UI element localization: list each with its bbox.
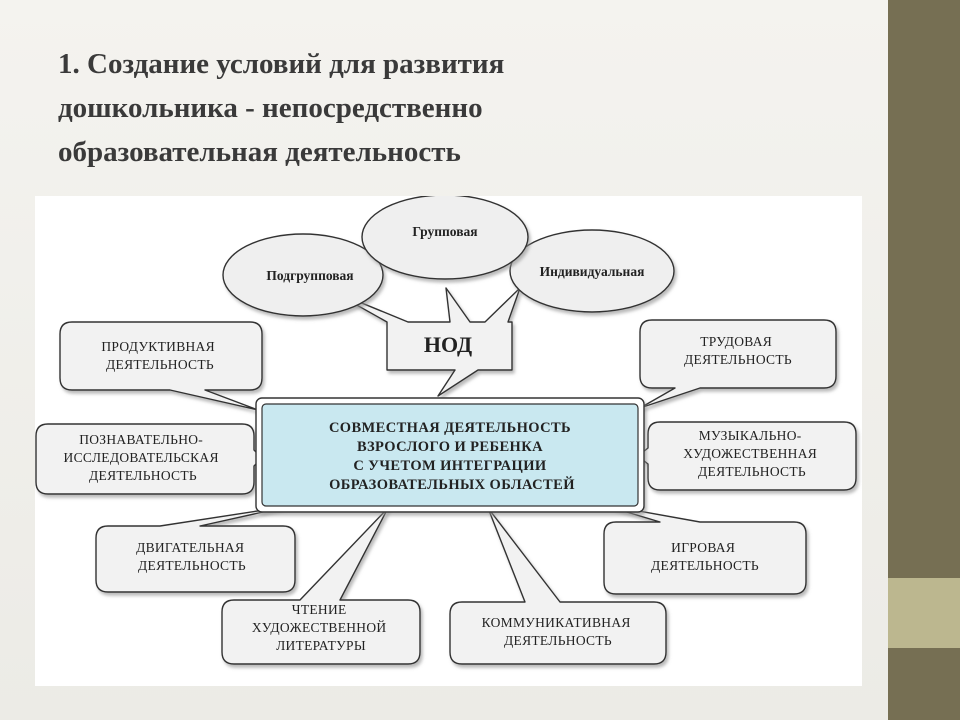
callout-reading-line-1: ЧТЕНИЕ — [292, 602, 347, 617]
callout-productive: ПРОДУКТИВНАЯ ДЕЯТЕЛЬНОСТЬ — [59, 321, 263, 411]
callout-musical-line-3: ДЕЯТЕЛЬНОСТЬ — [698, 464, 806, 479]
center-line-2: ВЗРОСЛОГО И РЕБЕНКА — [357, 439, 543, 455]
callout-communicative-line-1: КОММУНИКАТИВНАЯ — [482, 615, 631, 630]
ellipse-subgroup: Подгрупповая — [222, 233, 384, 317]
nod-label: НОД — [424, 332, 472, 357]
callout-labor-line-1: ТРУДОВАЯ — [700, 334, 772, 349]
ellipse-individual: Индивидуальная — [509, 229, 675, 313]
callout-game-line-1: ИГРОВАЯ — [671, 540, 735, 555]
callout-communicative: КОММУНИКАТИВНАЯ ДЕЯТЕЛЬНОСТЬ — [449, 507, 667, 665]
center-line-4: ОБРАЗОВАТЕЛЬНЫХ ОБЛАСТЕЙ — [329, 476, 575, 493]
callout-musical-line-2: ХУДОЖЕСТВЕННАЯ — [683, 446, 817, 461]
title-line-2: дошкольника - непосредственно — [58, 92, 483, 124]
svg-text:ТРУДОВАЯ ДЕЯТЕЛЬНОСТЬ: ТРУДОВАЯ ДЕЯТЕЛЬНОСТЬ — [684, 334, 792, 367]
svg-text:ЧТЕНИЕ ХУДОЖЕСТВЕННОЙ: ЧТЕНИЕ ХУДОЖЕСТВЕННОЙ ЛИТЕРАТУРЫ — [252, 602, 390, 653]
callout-motor: ДВИГАТЕЛЬНАЯ ДЕЯТЕЛЬНОСТЬ — [95, 505, 296, 593]
svg-text:ПРОДУКТИВНАЯ ДЕЯТЕЛЬНОСТ: ПРОДУКТИВНАЯ ДЕЯТЕЛЬНОСТЬ — [101, 339, 218, 372]
callout-productive-line-2: ДЕЯТЕЛЬНОСТЬ — [106, 357, 214, 372]
callout-communicative-line-2: ДЕЯТЕЛЬНОСТЬ — [504, 633, 612, 648]
diagram: НОД Подгрупповая Индивидуальная Группова… — [35, 196, 857, 665]
sidebar-accent-block — [888, 578, 960, 648]
callout-motor-line-1: ДВИГАТЕЛЬНАЯ — [136, 540, 244, 555]
ellipse-subgroup-label: Подгрупповая — [266, 268, 353, 283]
callout-cognitive: ПОЗНАВАТЕЛЬНО- ИССЛЕДОВАТЕЛЬСКАЯ ДЕЯТЕЛЬ… — [35, 423, 263, 495]
ellipse-group: Групповая — [361, 196, 529, 280]
ellipse-individual-label: Индивидуальная — [540, 264, 645, 279]
svg-text:КОММУНИКАТИВНАЯ ДЕЯТЕЛЬН: КОММУНИКАТИВНАЯ ДЕЯТЕЛЬНОСТЬ — [482, 615, 635, 648]
nod-callout: НОД — [329, 287, 521, 397]
svg-text:СОВМЕСТНАЯ ДЕЯТЕЛЬНОСТЬ: СОВМЕСТНАЯ ДЕЯТЕЛЬНОСТЬ ВЗРОСЛОГО И РЕБЕ… — [329, 420, 575, 493]
callout-cognitive-line-3: ДЕЯТЕЛЬНОСТЬ — [89, 468, 197, 483]
callout-cognitive-line-1: ПОЗНАВАТЕЛЬНО- — [79, 432, 203, 447]
callout-labor-line-2: ДЕЯТЕЛЬНОСТЬ — [684, 352, 792, 367]
callout-game-line-2: ДЕЯТЕЛЬНОСТЬ — [651, 558, 759, 573]
callout-reading-line-3: ЛИТЕРАТУРЫ — [276, 638, 366, 653]
callout-reading: ЧТЕНИЕ ХУДОЖЕСТВЕННОЙ ЛИТЕРАТУРЫ — [221, 507, 421, 665]
ellipse-group-label: Групповая — [412, 224, 477, 239]
title-line-1: 1. Создание условий для развития — [58, 48, 505, 80]
callout-musical-line-1: МУЗЫКАЛЬНО- — [699, 428, 802, 443]
center-line-3: С УЧЕТОМ ИНТЕГРАЦИИ — [353, 458, 546, 474]
callout-game: ИГРОВАЯ ДЕЯТЕЛЬНОСТЬ — [599, 503, 807, 595]
title-line-3: образовательная деятельность — [58, 136, 461, 168]
svg-text:ИГРОВАЯ ДЕЯТЕЛЬНОСТЬ: ИГРОВАЯ ДЕЯТЕЛЬНОСТЬ — [651, 540, 759, 573]
center-box: СОВМЕСТНАЯ ДЕЯТЕЛЬНОСТЬ ВЗРОСЛОГО И РЕБЕ… — [255, 397, 645, 513]
slide-title: 1. Создание условий для развития дошколь… — [58, 42, 858, 174]
diagram-panel: НОД Подгрупповая Индивидуальная Группова… — [35, 196, 862, 686]
callout-motor-line-2: ДЕЯТЕЛЬНОСТЬ — [138, 558, 246, 573]
svg-text:МУЗЫКАЛЬНО- ХУДОЖЕСТВЕНН: МУЗЫКАЛЬНО- ХУДОЖЕСТВЕННАЯ ДЕЯТЕЛЬНОСТЬ — [683, 428, 821, 479]
callout-musical: МУЗЫКАЛЬНО- ХУДОЖЕСТВЕННАЯ ДЕЯТЕЛЬНОСТЬ — [637, 421, 857, 491]
callout-cognitive-line-2: ИССЛЕДОВАТЕЛЬСКАЯ — [64, 450, 219, 465]
center-line-1: СОВМЕСТНАЯ ДЕЯТЕЛЬНОСТЬ — [329, 420, 571, 436]
callout-labor: ТРУДОВАЯ ДЕЯТЕЛЬНОСТЬ — [639, 319, 837, 409]
callout-reading-line-2: ХУДОЖЕСТВЕННОЙ — [252, 620, 387, 635]
svg-text:ПОЗНАВАТЕЛЬНО- ИССЛЕДОВА: ПОЗНАВАТЕЛЬНО- ИССЛЕДОВАТЕЛЬСКАЯ ДЕЯТЕЛЬ… — [64, 432, 223, 483]
callout-productive-line-1: ПРОДУКТИВНАЯ — [101, 339, 215, 354]
svg-text:ДВИГАТЕЛЬНАЯ ДЕЯТЕЛЬНОСТ: ДВИГАТЕЛЬНАЯ ДЕЯТЕЛЬНОСТЬ — [136, 540, 248, 573]
